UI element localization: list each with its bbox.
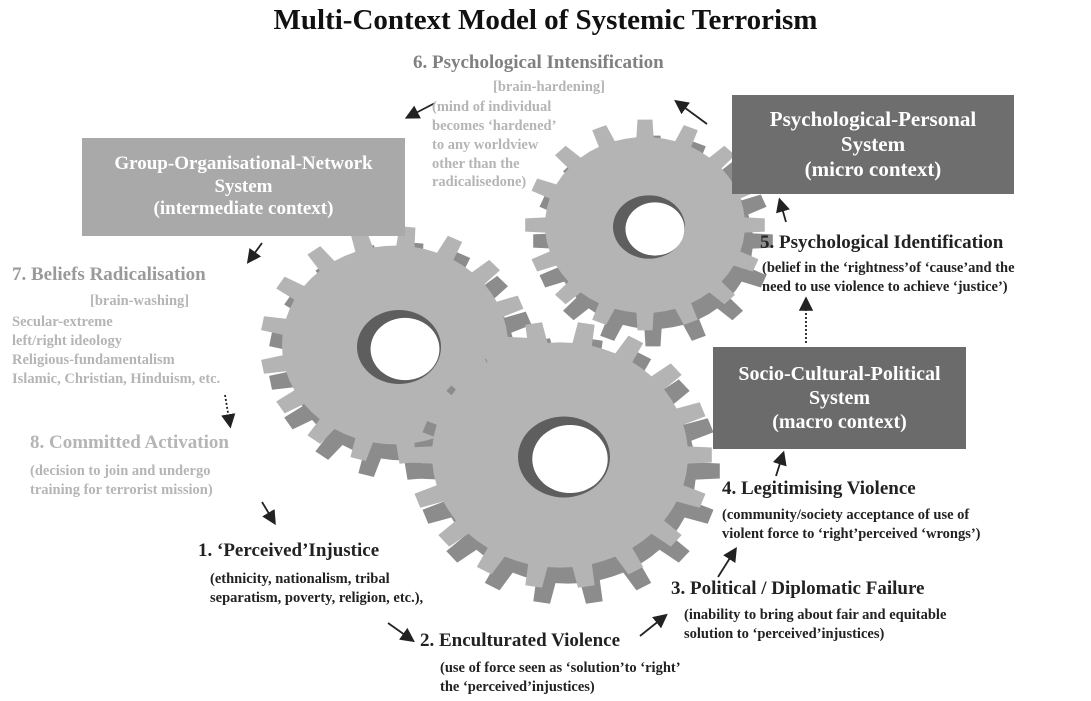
stage-1-body: (ethnicity, nationalism, tribal separati…	[210, 571, 424, 606]
macro-system-line2: System	[808, 387, 871, 409]
stage-7-sub: [brain-washing]	[90, 293, 190, 309]
stage-7-body: Secular-extreme left/right ideology Reli…	[12, 314, 221, 387]
arrow-6-to-7	[404, 102, 436, 119]
stage-4-title: 4. Legitimising Violence	[722, 478, 916, 499]
stage-8-body: (decision to join and undergo training f…	[30, 463, 213, 498]
stage-8-title: 8. Committed Activation	[30, 432, 229, 453]
group-system-line2: System	[214, 175, 273, 197]
arrow-1-to-2	[387, 622, 415, 643]
stage-7-title: 7. Beliefs Radicalisation	[12, 264, 206, 285]
arrow-2-to-3	[639, 613, 668, 637]
psych-system-line1: Psychological-Personal	[769, 106, 977, 131]
stage-6-title: 6. Psychological Intensification	[413, 52, 664, 73]
arrow-8-to-1	[261, 501, 276, 526]
gear-top-right	[525, 119, 773, 347]
stage-6-sub: [brain-hardening]	[493, 79, 605, 95]
stage-4-body: (community/society acceptance of use of …	[722, 507, 981, 542]
arrow-4-to-macro	[772, 450, 787, 477]
group-system-line3: (intermediate context)	[153, 198, 334, 220]
arrow-5-to-psych	[776, 197, 790, 223]
group-system-line1: Group-Organisational-Network	[114, 152, 373, 174]
gear-left-hole-inner	[370, 317, 440, 381]
group-system-box: Group-Organisational-Network System (int…	[82, 138, 405, 236]
stage-3-title: 3. Political / Diplomatic Failure	[671, 578, 925, 599]
gear-top-right-hole-inner	[625, 202, 685, 256]
stage-2-body: (use of force seen as ‘solution’to ‘righ…	[440, 660, 681, 695]
psych-system-line2: System	[840, 131, 906, 156]
macro-system-line3: (macro context)	[772, 411, 907, 433]
macro-system-box: Socio-Cultural-Political System (macro c…	[713, 347, 966, 449]
arrow-group-to-7	[246, 242, 263, 264]
arrow-7-to-8	[221, 394, 236, 429]
stage-3-body: (inability to bring about fair and equit…	[684, 607, 947, 642]
gear-bottom-hole-inner	[532, 424, 608, 494]
stage-5-title: 5. Psychological Identification	[760, 232, 1004, 253]
page-title: Multi-Context Model of Systemic Terroris…	[273, 4, 818, 36]
stage-2-title: 2. Enculturated Violence	[420, 630, 621, 651]
gear-bottom	[408, 322, 720, 604]
psych-system-box: Psychological-Personal System (micro con…	[732, 95, 1014, 194]
psych-system-line3: (micro context)	[804, 157, 942, 182]
arrow-psych-to-6	[674, 99, 708, 125]
stage-1-title: 1. ‘Perceived’Injustice	[198, 540, 380, 561]
stage-5-body: (belief in the ‘rightness’of ‘cause’and …	[762, 260, 1015, 295]
macro-system-line1: Socio-Cultural-Political	[738, 363, 941, 385]
arrow-3-to-4	[717, 546, 737, 578]
stage-6-body: (mind of individual becomes ‘hardened’ t…	[432, 99, 557, 191]
